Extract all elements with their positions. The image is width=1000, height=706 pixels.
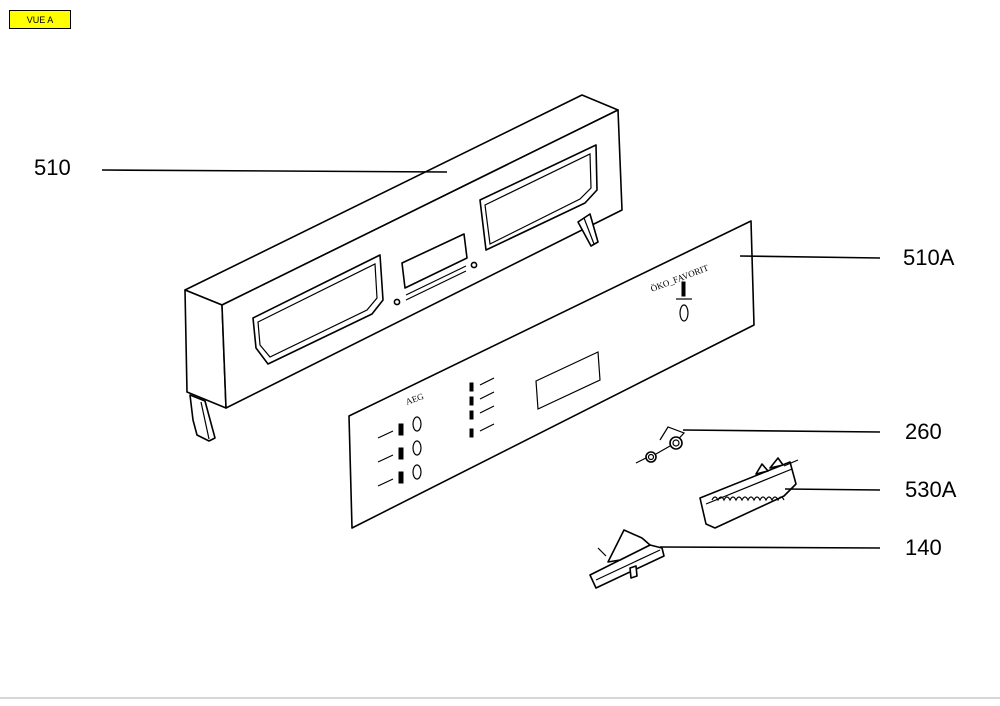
callout-530A: 530A [905,477,957,502]
callout-260: 260 [905,419,942,444]
part-530A-handle[interactable] [699,457,799,529]
part-510A-facia[interactable]: AEG ÖKO_FAVORIT [348,220,755,529]
view-label-badge: VUE A [9,10,71,29]
part-260-spring[interactable] [635,426,686,464]
program-buttons-left[interactable] [377,416,422,487]
callout-510: 510 [34,155,71,180]
part-140-latch[interactable] [589,529,665,589]
callout-510A: 510A [903,245,955,270]
main-switch[interactable] [676,281,692,322]
indicator-lights [469,377,495,438]
leader-lines [101,169,881,549]
part-510-frame[interactable] [184,94,623,442]
callout-140: 140 [905,535,942,560]
